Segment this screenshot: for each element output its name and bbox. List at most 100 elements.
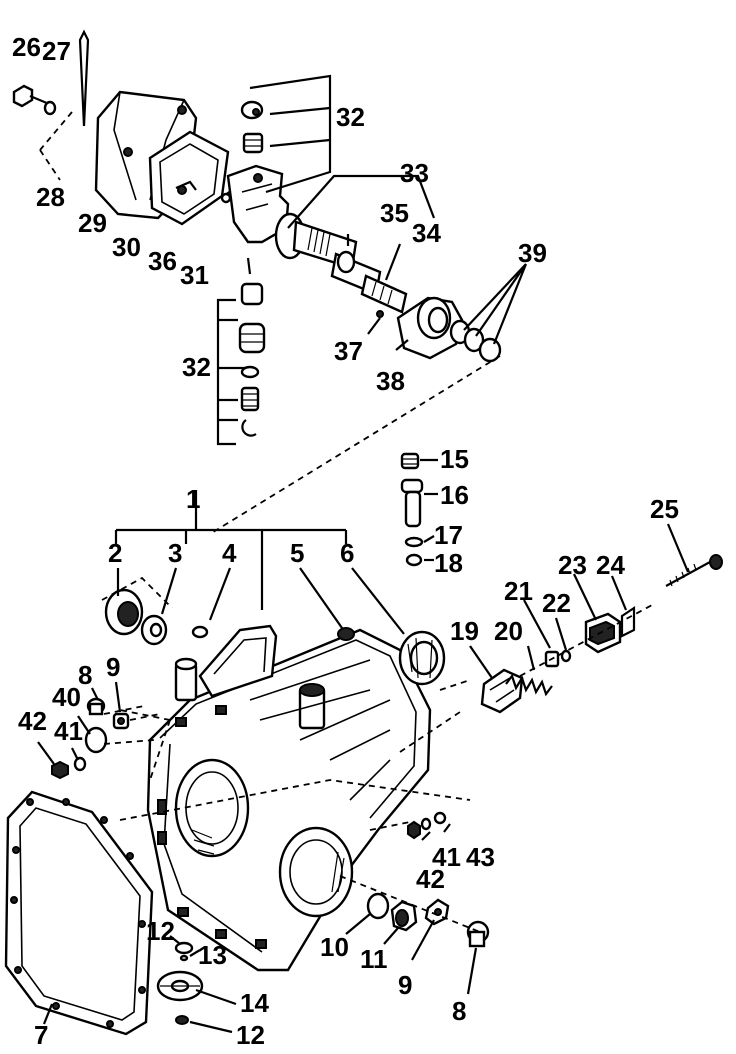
leader-33 (287, 174, 436, 229)
gasket-30 (148, 130, 230, 226)
washer-9-right (424, 898, 450, 926)
label-28: 28 (36, 182, 65, 212)
label-8-right: 8 (452, 996, 466, 1026)
label-11: 11 (360, 944, 388, 974)
label-34: 34 (412, 218, 441, 248)
leader-39 (463, 263, 528, 345)
leader-24 (610, 575, 628, 611)
spring-20 (505, 673, 553, 697)
label-19: 19 (450, 616, 479, 646)
label-41-left: 41 (54, 716, 83, 746)
leader-32-lower (216, 298, 246, 446)
washer-9-left (112, 712, 130, 730)
label-31: 31 (180, 260, 209, 290)
label-9-right: 9 (398, 970, 412, 1000)
label-14: 14 (240, 988, 269, 1018)
label-1: 1 (186, 484, 200, 514)
valve-parts-32-lower (238, 257, 266, 437)
bolt-26 (12, 84, 55, 108)
label-15: 15 (440, 444, 469, 474)
oring-18 (405, 553, 423, 567)
washer-41-left (73, 756, 87, 772)
bolt-8-right (466, 920, 490, 948)
plunger-16 (400, 478, 424, 528)
label-8-left: 8 (78, 660, 92, 690)
label-40: 40 (52, 682, 81, 712)
label-16: 16 (440, 480, 469, 510)
washer-27 (43, 100, 57, 116)
label-17: 17 (434, 520, 463, 550)
leader-4 (208, 567, 232, 621)
rod-28 (78, 29, 90, 127)
label-23: 23 (558, 550, 587, 580)
gasket-7 (4, 790, 154, 1036)
label-26: 26 (12, 32, 41, 62)
cap-23 (584, 612, 622, 654)
plug-11 (390, 900, 418, 932)
clip-24 (620, 605, 636, 638)
leader-19 (469, 645, 493, 679)
label-43: 43 (466, 842, 495, 872)
label-33: 33 (400, 158, 429, 188)
seal-3 (140, 614, 168, 646)
label-18: 18 (434, 548, 463, 578)
label-24: 24 (596, 550, 625, 580)
bolt-8-left (86, 697, 106, 716)
leader-25 (666, 523, 690, 573)
pin-22 (560, 649, 572, 663)
leader-20 (526, 645, 536, 671)
gear-case-1 (114, 490, 471, 972)
label-32-upper: 32 (336, 102, 365, 132)
label-42-right: 42 (416, 864, 445, 894)
leader-32-upper (249, 74, 332, 194)
bearing-6 (398, 630, 446, 686)
label-4: 4 (222, 538, 237, 568)
case-bolt-holes (157, 705, 267, 949)
washer-43 (433, 811, 447, 825)
label-35: 35 (380, 198, 409, 228)
ball-37 (376, 310, 384, 318)
label-6: 6 (340, 538, 354, 568)
seals-39 (449, 319, 502, 363)
label-13: 13 (198, 940, 227, 970)
leader-23 (573, 573, 597, 621)
plug-40 (84, 726, 108, 754)
valve-parts-32-upper (240, 100, 264, 154)
label-20: 20 (494, 616, 523, 646)
oring-12-lower (175, 1015, 189, 1025)
leader-37 (367, 317, 381, 335)
label-30: 30 (112, 232, 141, 262)
label-29: 29 (78, 208, 107, 238)
leader-5 (299, 567, 343, 629)
label-21: 21 (504, 576, 533, 606)
block-19 (480, 668, 524, 714)
leader-3 (160, 567, 178, 615)
nut-42-left (51, 760, 69, 780)
label-32-lower: 32 (182, 352, 211, 382)
label-22: 22 (542, 588, 571, 618)
label-39: 39 (518, 238, 547, 268)
label-3: 3 (168, 538, 182, 568)
part-number-labels: 26 27 28 29 30 36 31 32 33 35 34 39 37 3… (12, 32, 679, 1050)
leader-34 (384, 243, 402, 281)
leader-38 (395, 339, 409, 351)
washer-17 (404, 536, 424, 548)
plug-5 (337, 627, 355, 641)
label-36: 36 (148, 246, 177, 276)
label-37: 37 (334, 336, 363, 366)
bearing-2 (104, 588, 144, 636)
label-42-left: 42 (18, 706, 47, 736)
shaft-34 (360, 274, 408, 314)
label-38: 38 (376, 366, 405, 396)
leader-7 (42, 1003, 54, 1025)
label-41-right: 41 (432, 842, 461, 872)
label-2: 2 (108, 538, 122, 568)
leader-21 (523, 599, 551, 649)
label-9-left: 9 (106, 652, 120, 682)
pin-4 (191, 625, 209, 639)
label-27: 27 (42, 36, 71, 66)
seal-10 (366, 892, 390, 920)
leader-22 (554, 617, 568, 651)
